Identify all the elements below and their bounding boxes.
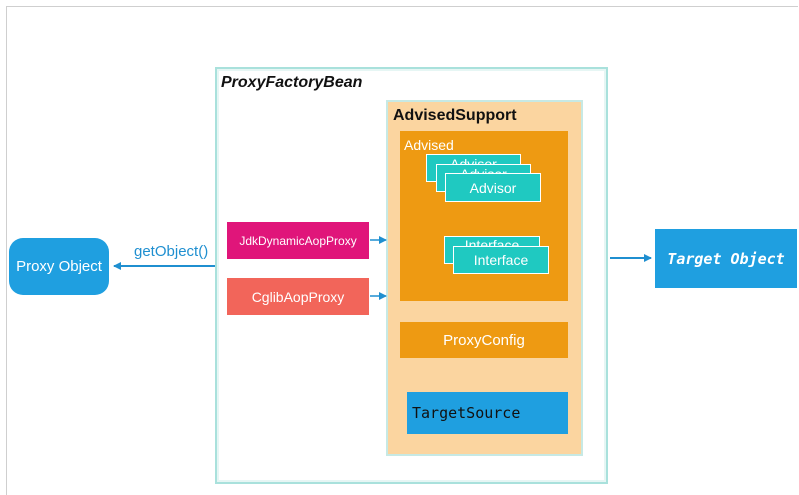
- cglib-aop-proxy-label: CglibAopProxy: [251, 288, 345, 305]
- advisor-card-front: Advisor: [445, 173, 541, 202]
- proxy-object-box: Proxy Object: [9, 238, 109, 295]
- jdk-dynamic-aop-proxy-box: JdkDynamicAopProxy: [227, 222, 369, 259]
- target-object-label: Target Object: [667, 249, 785, 268]
- target-source-label: TargetSource: [412, 404, 521, 422]
- proxy-config-label: ProxyConfig: [443, 331, 525, 349]
- proxy-object-label: Proxy Object: [16, 258, 102, 275]
- target-source-box: TargetSource: [407, 392, 568, 434]
- get-object-label: getObject(): [134, 243, 209, 260]
- advisor-card-front-label: Advisor: [469, 179, 517, 196]
- proxy-factory-bean-title: ProxyFactoryBean: [221, 74, 363, 91]
- advised-label: Advised: [404, 137, 454, 153]
- jdk-dynamic-aop-proxy-label: JdkDynamicAopProxy: [239, 233, 357, 248]
- target-object-box: Target Object: [655, 229, 797, 288]
- proxy-config-box: ProxyConfig: [400, 322, 568, 358]
- interface-card-front: Interface: [453, 246, 549, 274]
- advised-support-title: AdvisedSupport: [393, 107, 517, 124]
- interface-card-front-label: Interface: [473, 252, 529, 268]
- cglib-aop-proxy-box: CglibAopProxy: [227, 278, 369, 315]
- diagram-canvas: [6, 6, 798, 495]
